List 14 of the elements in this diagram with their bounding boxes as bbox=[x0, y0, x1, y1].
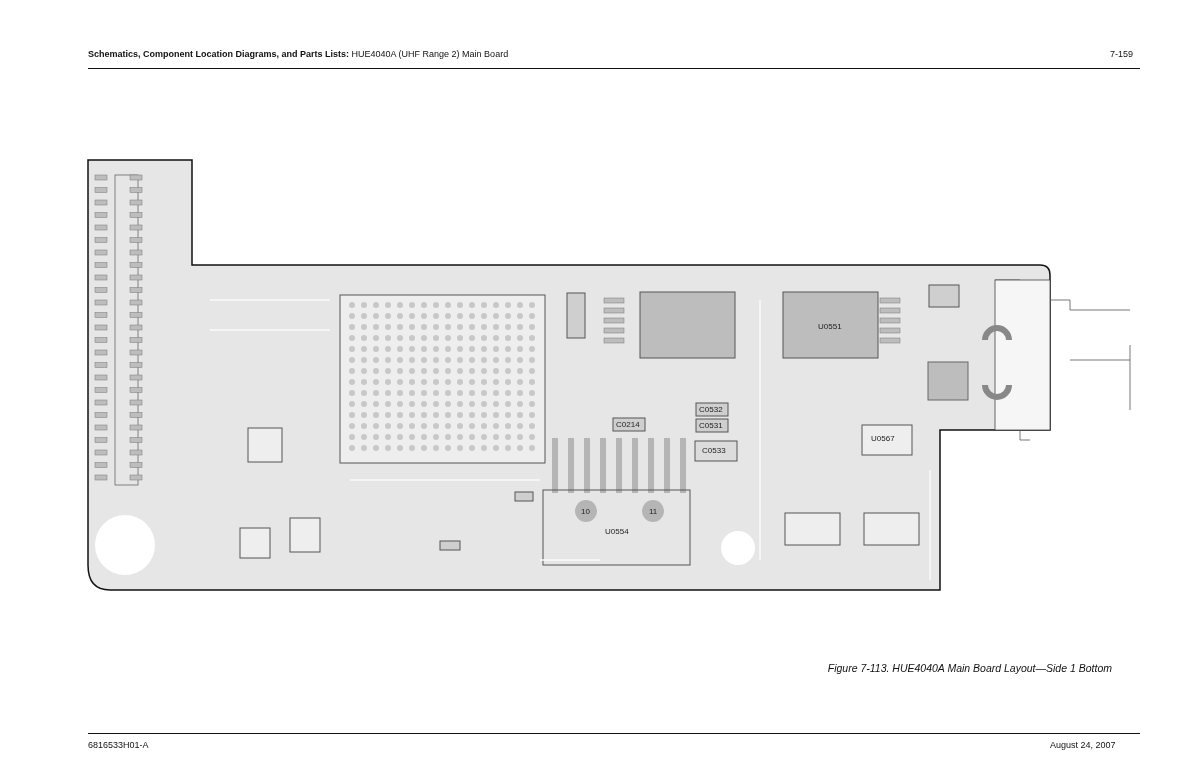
page-number: 7-159 bbox=[1110, 49, 1134, 59]
footer-text: 6816533H01-A bbox=[88, 740, 149, 750]
part-designator: C0532 bbox=[699, 405, 723, 414]
part-designator: U0554 bbox=[605, 527, 629, 536]
part-designator: C0531 bbox=[699, 421, 723, 430]
page-header: Schematics, Component Location Diagrams, and Parts Lists: HUE4040A (UHF Range 2) Main Board bbox=[88, 49, 509, 59]
part-designator: 11 bbox=[649, 507, 658, 516]
part-designator: U0551 bbox=[818, 322, 842, 331]
part-designator: C0533 bbox=[702, 446, 726, 455]
footer-text: August 24, 2007 bbox=[1050, 740, 1116, 750]
part-designator: U0567 bbox=[871, 434, 895, 443]
part-designator: 10 bbox=[581, 507, 590, 516]
figure-caption: Figure 7-113. HUE4040A Main Board Layout—Side 1 Bottom bbox=[827, 662, 1112, 674]
part-designator: C0214 bbox=[616, 420, 640, 429]
